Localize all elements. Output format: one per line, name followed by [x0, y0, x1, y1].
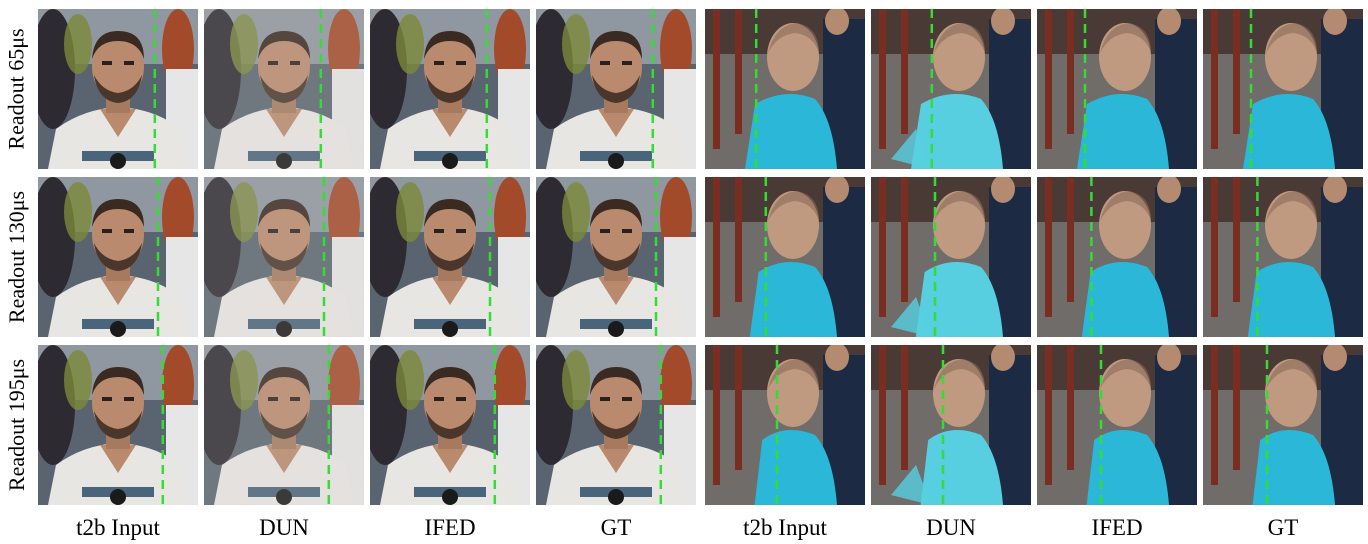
- image-cell: [705, 9, 865, 169]
- man-white-shirt-image: [370, 9, 530, 169]
- man-blue-shirt-image: [705, 9, 865, 169]
- man-white-shirt-image: [536, 9, 696, 169]
- man-blue-shirt-image: [1203, 177, 1363, 337]
- image-cell: [204, 345, 364, 505]
- image-cell: [705, 177, 865, 337]
- image-cell: [370, 177, 530, 337]
- man-white-shirt-image: [38, 345, 198, 505]
- image-cell: [38, 345, 198, 505]
- image-cell: [1037, 177, 1197, 337]
- image-cell: [871, 9, 1031, 169]
- image-cell: [38, 9, 198, 169]
- column-label: t2b Input: [76, 515, 160, 540]
- man-blue-shirt-image: [1037, 177, 1197, 337]
- man-white-shirt-image: [370, 345, 530, 505]
- row-label-text: Readout 195μs: [4, 358, 30, 492]
- column-label: GT: [600, 515, 632, 540]
- man-white-shirt-image: [204, 177, 364, 337]
- row-label: Readout 195μs: [0, 345, 34, 505]
- man-blue-shirt-image: [1203, 9, 1363, 169]
- man-blue-shirt-image: [705, 345, 865, 505]
- column-label: IFED: [424, 515, 476, 540]
- image-cell: [536, 345, 696, 505]
- image-cell: [871, 177, 1031, 337]
- column-label: t2b Input: [743, 515, 827, 540]
- image-cell: [370, 345, 530, 505]
- row-label-text: Readout 65μs: [4, 28, 30, 150]
- image-cell: [38, 177, 198, 337]
- image-cell: [370, 9, 530, 169]
- image-cell: [204, 9, 364, 169]
- column-label: DUN: [926, 515, 976, 540]
- man-white-shirt-image: [536, 177, 696, 337]
- image-cell: [1203, 177, 1363, 337]
- man-blue-shirt-image: [1037, 9, 1197, 169]
- image-cell: [536, 177, 696, 337]
- column-label: DUN: [259, 515, 309, 540]
- row-label-text: Readout 130μs: [4, 190, 30, 324]
- image-cell: [1203, 345, 1363, 505]
- man-white-shirt-image: [536, 345, 696, 505]
- man-white-shirt-image: [38, 9, 198, 169]
- image-cell: [705, 345, 865, 505]
- image-cell: [1203, 9, 1363, 169]
- row-label: Readout 130μs: [0, 177, 34, 337]
- man-white-shirt-image: [38, 177, 198, 337]
- man-white-shirt-image: [370, 177, 530, 337]
- column-label: IFED: [1091, 515, 1143, 540]
- man-white-shirt-image: [204, 345, 364, 505]
- man-blue-shirt-image: [871, 9, 1031, 169]
- image-cell: [1037, 345, 1197, 505]
- man-blue-shirt-image: [1203, 345, 1363, 505]
- man-blue-shirt-image: [871, 177, 1031, 337]
- image-cell: [1037, 9, 1197, 169]
- man-white-shirt-image: [204, 9, 364, 169]
- image-cell: [536, 9, 696, 169]
- row-label: Readout 65μs: [0, 9, 34, 169]
- man-blue-shirt-image: [1037, 345, 1197, 505]
- image-cell: [871, 345, 1031, 505]
- man-blue-shirt-image: [705, 177, 865, 337]
- image-cell: [204, 177, 364, 337]
- column-label: GT: [1267, 515, 1299, 540]
- man-blue-shirt-image: [871, 345, 1031, 505]
